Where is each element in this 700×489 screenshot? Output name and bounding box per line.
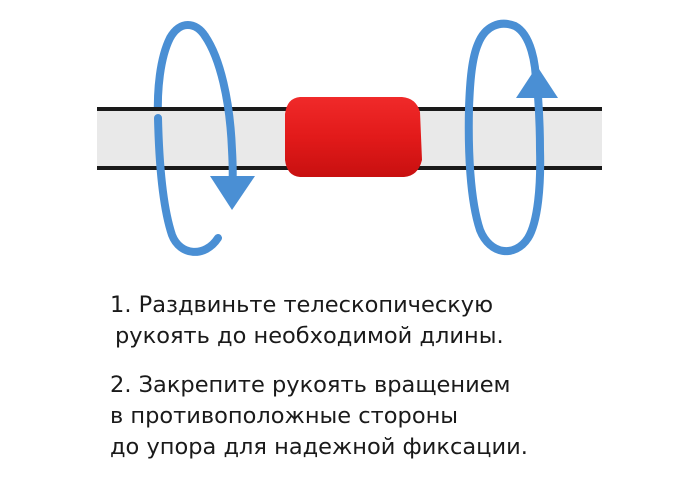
left-rotation-arrow-front [154, 114, 222, 256]
step-1: 1. Раздвиньте телескопическую рукоять до… [0, 290, 700, 352]
step-1-line-1: 1. Раздвиньте телескопическую [110, 292, 494, 318]
left-rotation-arrow-back [153, 21, 209, 122]
step-2-line-2: в противоположные стороны [110, 403, 459, 429]
diagram-canvas [97, 19, 602, 256]
telescopic-handle-diagram [97, 19, 602, 256]
step-2: 2. Закрепите рукоять вращением в противо… [0, 370, 700, 463]
right-rotation-arrow-front [464, 92, 545, 256]
right-rotation-arrow-back [465, 19, 541, 112]
instructions: 1. Раздвиньте телескопическую рукоять до… [0, 290, 700, 463]
locking-clamp [285, 97, 422, 177]
step-2-line-3: до упора для надежной фиксации. [110, 434, 528, 460]
step-1-line-2: рукоять до необходимой длины. [115, 323, 504, 349]
left-arrowhead-down-icon [210, 176, 255, 210]
step-2-line-1: 2. Закрепите рукоять вращением [110, 372, 511, 398]
right-arrowhead-up-icon [516, 66, 558, 98]
